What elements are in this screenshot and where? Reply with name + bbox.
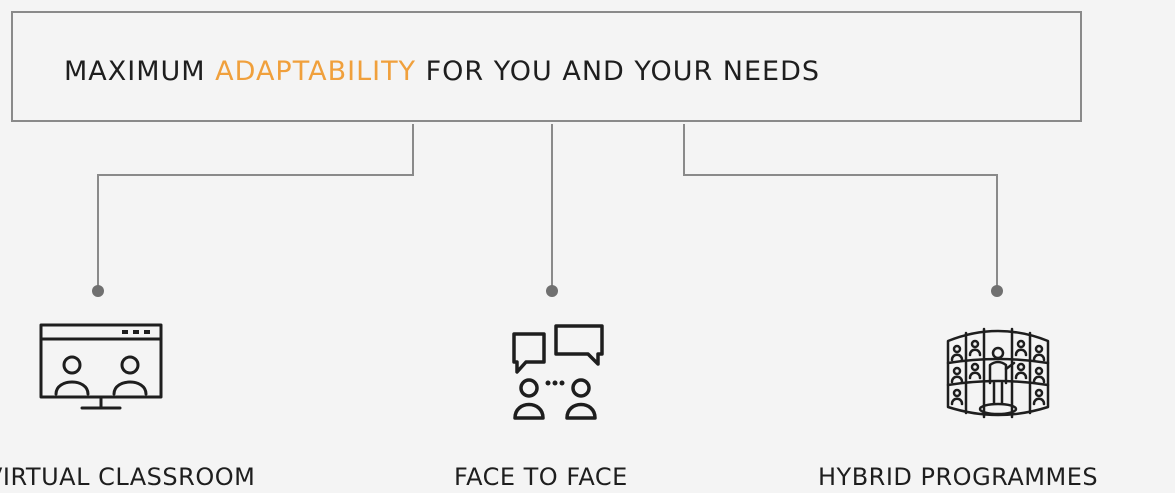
connector-dot-left (92, 285, 104, 297)
connector-left (97, 124, 414, 290)
conversation-icon (512, 324, 604, 420)
video-conference-icon (39, 323, 163, 410)
headline-suffix: FOR YOU AND YOUR NEEDS (416, 56, 821, 87)
hybrid-classroom-icon (946, 327, 1050, 419)
option-label-virtual-classroom: VIRTUAL CLASSROOM (0, 463, 256, 491)
headline: MAXIMUM ADAPTABILITY FOR YOU AND YOUR NE… (64, 55, 820, 89)
connector-dot-right (991, 285, 1003, 297)
connector-dot-center (546, 285, 558, 297)
connector-right (683, 124, 998, 290)
headline-prefix: MAXIMUM (64, 56, 216, 87)
headline-accent: ADAPTABILITY (215, 56, 417, 87)
option-label-hybrid-programmes: HYBRID PROGRAMMES (818, 463, 1099, 491)
option-label-face-to-face: FACE TO FACE (454, 463, 628, 491)
headline-box: MAXIMUM ADAPTABILITY FOR YOU AND YOUR NE… (11, 11, 1082, 122)
